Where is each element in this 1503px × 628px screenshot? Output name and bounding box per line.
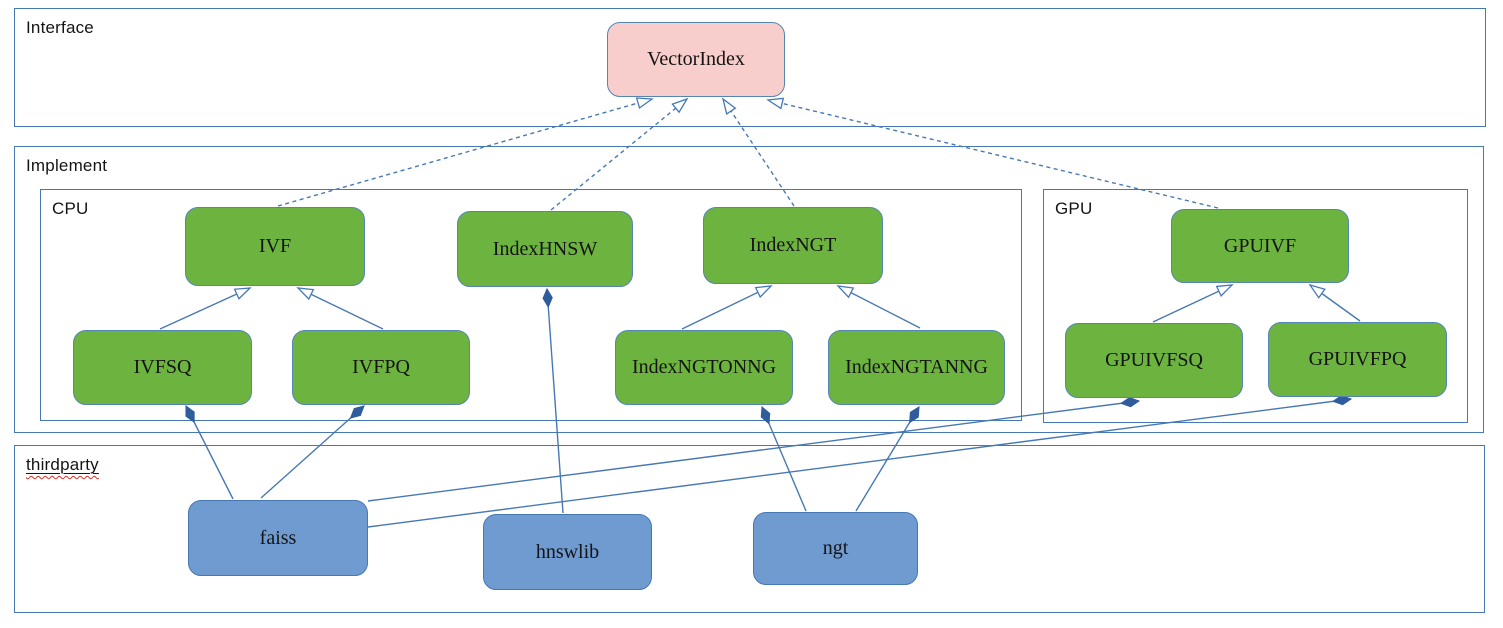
edge-ivfsq-ivf [159, 287, 252, 330]
node-ivfpq: IVFPQ [292, 330, 470, 405]
node-label: IVF [258, 235, 292, 257]
edge-indexngtanng-indexngt [836, 285, 921, 329]
container-label-thirdparty: thirdparty [26, 455, 99, 475]
node-label: GPUIVFPQ [1308, 348, 1407, 370]
edge-gpuivfsq-gpuivf [1152, 284, 1234, 323]
edge-ngt-indexngtonng [760, 405, 807, 512]
edge-faiss-ivfpq [260, 405, 365, 499]
node-label: IVFSQ [133, 356, 192, 378]
container-label-cpu: CPU [52, 199, 89, 219]
node-indexngtanng: IndexNGTANNG [828, 330, 1005, 405]
container-label-interface: Interface [26, 18, 94, 38]
node-label: IndexHNSW [492, 237, 598, 260]
node-label: faiss [259, 526, 297, 549]
node-ivfsq: IVFSQ [73, 330, 252, 405]
edge-faiss-gpuivfsq [367, 397, 1141, 502]
edge-indexngtonng-indexngt [681, 285, 773, 330]
container-label-implement: Implement [26, 156, 107, 176]
edge-indexhnsw-vectorindex [550, 97, 689, 211]
node-ngt: ngt [753, 512, 918, 585]
node-gpuivfsq: GPUIVFSQ [1065, 323, 1243, 398]
node-ivf: IVF [185, 207, 365, 286]
node-indexhnsw: IndexHNSW [457, 211, 633, 287]
node-label: IndexNGTANNG [845, 356, 988, 378]
node-hnswlib: hnswlib [483, 514, 652, 590]
node-vectorindex: VectorIndex [607, 22, 785, 97]
node-label: IndexNGT [749, 234, 837, 256]
node-gpuivfpq: GPUIVFPQ [1268, 322, 1447, 397]
node-indexngt: IndexNGT [703, 207, 883, 284]
edge-hnswlib-indexhnsw [542, 287, 564, 514]
container-label-gpu: GPU [1055, 199, 1092, 219]
node-label: GPUIVF [1223, 234, 1297, 257]
edge-ivf-vectorindex [277, 97, 654, 207]
node-label: IVFPQ [352, 356, 410, 378]
container-cpu: CPU [40, 189, 1022, 421]
label-text: thirdparty [26, 455, 99, 474]
node-indexngtonng: IndexNGTONNG [615, 330, 793, 405]
container-gpu: GPU [1043, 189, 1468, 423]
container-implement: Implement [14, 146, 1484, 433]
node-gpuivf: GPUIVF [1171, 209, 1349, 283]
edge-gpuivfpq-gpuivf [1308, 283, 1361, 322]
label-text: Implement [26, 156, 108, 175]
node-label: GPUIVFSQ [1105, 349, 1203, 371]
node-label: IndexNGTONNG [631, 356, 777, 378]
node-label: VectorIndex [647, 48, 745, 70]
container-interface: Interface [14, 8, 1486, 127]
edge-faiss-ivfsq [185, 405, 234, 500]
edge-ivfpq-ivf [296, 287, 384, 330]
node-faiss: faiss [188, 500, 368, 576]
label-text: CPU [52, 199, 89, 218]
edge-faiss-gpuivfpq [367, 395, 1353, 528]
container-thirdparty: thirdparty [14, 445, 1485, 613]
label-text: GPU [1055, 199, 1093, 218]
node-label: hnswlib [535, 540, 600, 563]
edge-gpuivf-vectorindex [766, 97, 1219, 209]
node-label: ngt [822, 537, 849, 559]
edge-indexngt-vectorindex [721, 97, 795, 207]
label-text: Interface [26, 18, 94, 37]
